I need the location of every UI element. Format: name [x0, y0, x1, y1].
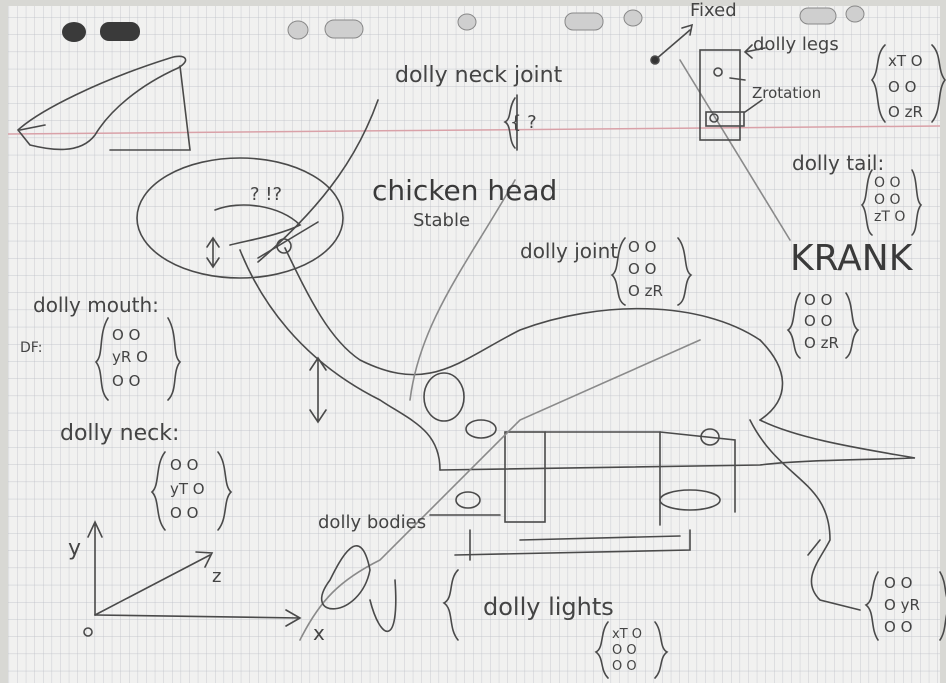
margin-line — [7, 125, 941, 135]
brace-mouth — [94, 317, 109, 401]
label-dolly-mouth: dolly mouth: — [33, 293, 159, 317]
svg-text:O O: O O — [874, 175, 901, 191]
svg-text:O yR: O yR — [884, 596, 920, 614]
label-dolly-lights: dolly lights — [483, 593, 614, 621]
svg-text:O O: O O — [888, 78, 916, 96]
dolly-tail — [749, 419, 861, 611]
label-dolly-bodies: dolly bodies — [318, 512, 426, 533]
dolly-neck-outline — [239, 249, 441, 471]
matrix-krank: O O O O O zR — [804, 291, 839, 352]
axis-y-line — [87, 520, 103, 616]
label-question-marks: ? !? — [250, 184, 282, 205]
label-dolly-joint: dolly joint — [520, 239, 618, 263]
svg-text:O O: O O — [804, 291, 832, 309]
brace-neck-joint — [503, 97, 516, 149]
label-dolly-legs: dolly legs — [753, 34, 839, 55]
svg-text:O O: O O — [804, 312, 832, 330]
head-sketch — [16, 55, 187, 151]
matrix-lights: xT O O O O O — [612, 627, 642, 674]
svg-text:O O: O O — [170, 456, 198, 474]
label-dolly-tail: dolly tail: — [792, 151, 884, 175]
brace-legs — [870, 44, 886, 123]
body-box — [504, 431, 546, 523]
brace-lights-open — [442, 569, 459, 641]
svg-text:O O: O O — [612, 659, 637, 674]
label-chicken-head: chicken head — [372, 174, 557, 207]
binder-holes — [62, 5, 865, 42]
neck-joint-circle — [423, 372, 465, 422]
svg-text:O O: O O — [628, 260, 656, 278]
axis-z-line — [94, 551, 214, 616]
matrix-tail: O O O O zT O — [874, 175, 905, 225]
svg-text:O zR: O zR — [628, 282, 663, 300]
label-df: DF: — [20, 340, 42, 356]
svg-text:O O: O O — [170, 504, 198, 522]
matrix-joint: O O O O O zR — [628, 238, 663, 300]
label-dolly-neck: dolly neck: — [60, 421, 179, 446]
grid-lines — [8, 6, 940, 683]
svg-text:xT O: xT O — [888, 52, 923, 70]
legs-drawing — [699, 49, 741, 141]
svg-text:O O: O O — [884, 618, 912, 636]
matrix-legs: xT O O O O zR — [888, 52, 923, 121]
svg-text:O O: O O — [874, 192, 901, 208]
matrix-neck: O O yT O O O — [170, 456, 205, 522]
svg-text:O O: O O — [112, 372, 140, 390]
label-neck-joint-braces: { ? — [510, 112, 537, 133]
svg-text:O O: O O — [612, 643, 637, 658]
svg-text:O zR: O zR — [888, 103, 923, 121]
label-axis-y: y — [68, 536, 81, 561]
svg-text:yR O: yR O — [112, 348, 148, 366]
label-z-rotation: Zrotation — [752, 84, 821, 102]
svg-text:O O: O O — [628, 238, 656, 256]
svg-text:zT O: zT O — [874, 209, 905, 225]
label-krank: KRANK — [790, 238, 914, 279]
label-axis-x: x — [313, 621, 325, 645]
matrix-bottom-right: O O O yR O O — [884, 574, 920, 636]
pencil-strokes — [16, 23, 946, 679]
head-circle — [136, 157, 344, 279]
dolly-body-outline — [439, 419, 916, 471]
svg-text:O O: O O — [112, 326, 140, 344]
label-fixed: Fixed — [690, 0, 737, 21]
brace-joint — [610, 237, 626, 306]
matrix-mouth: O O yR O O O — [112, 326, 148, 390]
label-dolly-neck-joint: dolly neck joint — [395, 63, 563, 88]
svg-text:yT O: yT O — [170, 480, 205, 498]
brace-tail — [860, 169, 873, 236]
label-stable: Stable — [413, 210, 470, 231]
svg-text:O zR: O zR — [804, 334, 839, 352]
brace-neck — [150, 451, 166, 531]
label-axis-z: z — [212, 566, 221, 587]
axis-x-line — [94, 609, 302, 627]
brace-krank — [786, 292, 801, 359]
brace-bottom-right — [864, 571, 879, 641]
brace-lights — [594, 621, 609, 679]
svg-text:xT O: xT O — [612, 627, 642, 642]
svg-text:O O: O O — [884, 574, 912, 592]
